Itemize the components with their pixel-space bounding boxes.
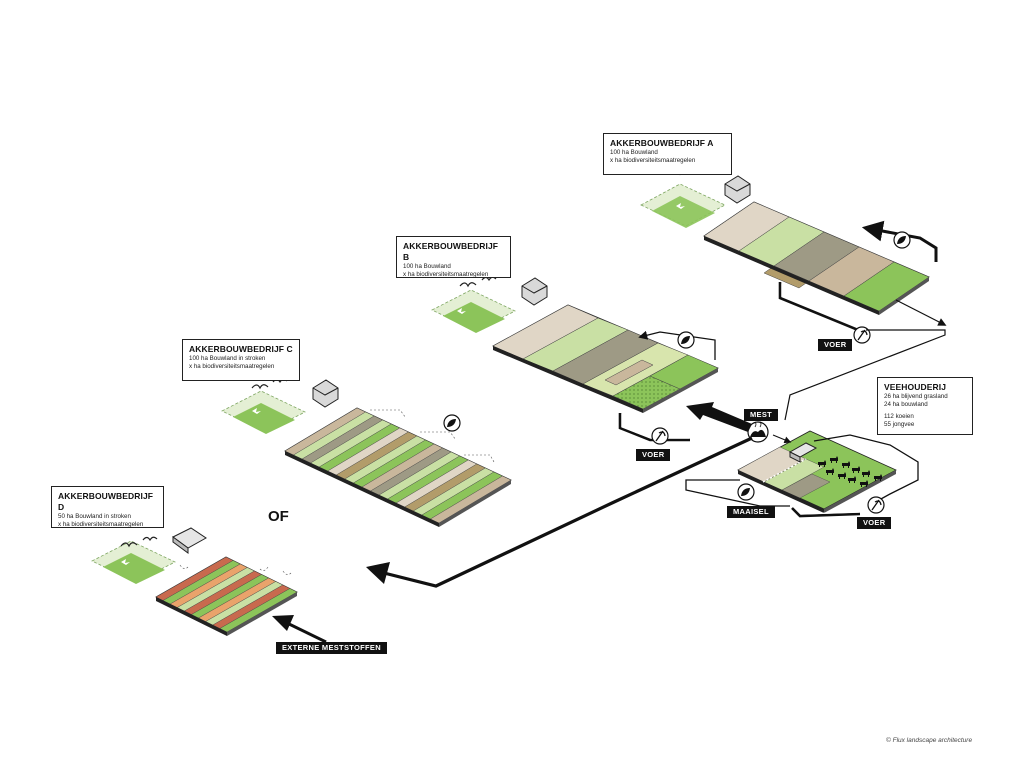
cow-icon bbox=[860, 480, 868, 487]
cow-icon bbox=[838, 472, 846, 479]
farm-a-callout: AKKERBOUWBEDRIJF A 100 ha Bouwland x ha … bbox=[603, 133, 732, 175]
cow-icon bbox=[852, 466, 860, 473]
veehouderij-field bbox=[737, 430, 897, 513]
flow-connectors bbox=[784, 299, 947, 421]
farm-d-dashed-links bbox=[179, 564, 292, 575]
butterfly-icon bbox=[676, 203, 685, 209]
cow-icon bbox=[874, 474, 882, 481]
cow-icon bbox=[826, 468, 834, 475]
farm-d-line-2: x ha biodiversiteitsmaatregelen bbox=[58, 521, 144, 528]
butterfly-icon bbox=[121, 559, 130, 565]
farm-b-line-1: 100 ha Bouwland bbox=[403, 263, 451, 270]
veehouderij-callout: VEEHOUDERIJ 26 ha blijvend grasland 24 h… bbox=[877, 377, 973, 435]
cow-icon bbox=[848, 476, 856, 483]
barn-icon bbox=[724, 175, 751, 204]
farm-b-line-2: x ha biodiversiteitsmaatregelen bbox=[403, 271, 489, 278]
farm-b-title: AKKERBOUWBEDRIJF B bbox=[403, 241, 499, 262]
veehouderij-line-1: 26 ha blijvend grasland bbox=[884, 393, 948, 400]
mest-arrow bbox=[686, 402, 752, 432]
mest-label: MEST bbox=[744, 409, 779, 421]
leaf-icon bbox=[677, 331, 695, 349]
farm-a-field bbox=[703, 201, 930, 315]
voer-label-b: VOER bbox=[636, 449, 671, 461]
farm-c-title: AKKERBOUWBEDRIJF C bbox=[189, 344, 293, 354]
long-flow-arrow bbox=[366, 436, 753, 588]
farm-c-biodiversity-patch bbox=[221, 390, 306, 434]
maaisel-label: MAAISEL bbox=[727, 506, 775, 518]
credit-text: © Flux landscape architecture bbox=[886, 737, 973, 744]
voer-label-vee: VOER bbox=[857, 517, 892, 529]
arrow-icon bbox=[772, 434, 792, 444]
butterfly-icon bbox=[457, 308, 466, 314]
of-label: OF bbox=[268, 508, 289, 525]
farm-b-callout: AKKERBOUWBEDRIJF B 100 ha Bouwland x ha … bbox=[396, 236, 511, 278]
cow-icon bbox=[842, 461, 850, 468]
farm-c-field bbox=[284, 407, 512, 527]
scythe-icon bbox=[853, 326, 871, 344]
veehouderij-line-2: 24 ha bouwland bbox=[884, 401, 928, 408]
farm-b-field bbox=[492, 304, 719, 413]
farm-c-group bbox=[221, 378, 512, 527]
leaf-icon bbox=[893, 231, 911, 249]
farm-b-biodiversity-patch bbox=[431, 289, 516, 333]
farm-d-title: AKKERBOUWBEDRIJF D bbox=[58, 491, 154, 512]
barn-icon bbox=[788, 442, 818, 463]
veehouderij-title: VEEHOUDERIJ bbox=[884, 382, 947, 392]
farm-a-line-1: 100 ha Bouwland bbox=[610, 149, 658, 156]
farm-d-line-1: 50 ha Bouwland in stroken bbox=[58, 513, 131, 520]
farm-d-biodiversity-patch bbox=[91, 540, 176, 584]
veehouderij-group bbox=[685, 421, 919, 518]
veehouderij-line-4: 55 jongvee bbox=[884, 421, 915, 428]
farm-c-dashed-links bbox=[370, 409, 495, 463]
butterfly-icon bbox=[252, 408, 261, 414]
farm-b-group bbox=[431, 276, 719, 445]
cow-icon bbox=[830, 456, 838, 463]
farm-c-strips bbox=[284, 407, 512, 524]
scythe-icon bbox=[867, 496, 885, 514]
farm-c-line-1: 100 ha Bouwland in stroken bbox=[189, 355, 266, 362]
farm-a-line-2: x ha biodiversiteitsmaatregelen bbox=[610, 157, 696, 164]
farm-a-group bbox=[640, 164, 938, 344]
leaf-icon bbox=[737, 483, 755, 501]
barn-icon bbox=[521, 277, 548, 306]
farm-c-callout: AKKERBOUWBEDRIJF C 100 ha Bouwland in st… bbox=[182, 339, 300, 381]
cow-icon bbox=[818, 460, 826, 467]
veehouderij-line-3: 112 koeien bbox=[884, 413, 914, 420]
barn-icon bbox=[312, 379, 339, 408]
manure-icon bbox=[747, 421, 769, 443]
leaf-icon bbox=[443, 414, 461, 432]
farm-a-title: AKKERBOUWBEDRIJF A bbox=[610, 138, 714, 148]
cow-icon bbox=[862, 470, 870, 477]
farm-d-field bbox=[155, 556, 298, 636]
voer-label-a: VOER bbox=[818, 339, 853, 351]
scythe-icon bbox=[651, 427, 669, 445]
barn-icon bbox=[172, 527, 207, 554]
bird-icon bbox=[120, 536, 158, 548]
externe-arrow bbox=[272, 615, 327, 644]
farm-a-biodiversity-patch bbox=[640, 183, 726, 228]
farm-d-group bbox=[91, 527, 298, 636]
farm-c-line-2: x ha biodiversiteitsmaatregelen bbox=[189, 363, 275, 370]
farm-d-callout: AKKERBOUWBEDRIJF D 50 ha Bouwland in str… bbox=[51, 486, 164, 528]
externe-meststoffen-label: EXTERNE MESTSTOFFEN bbox=[276, 642, 387, 654]
cow-herd bbox=[818, 456, 882, 487]
